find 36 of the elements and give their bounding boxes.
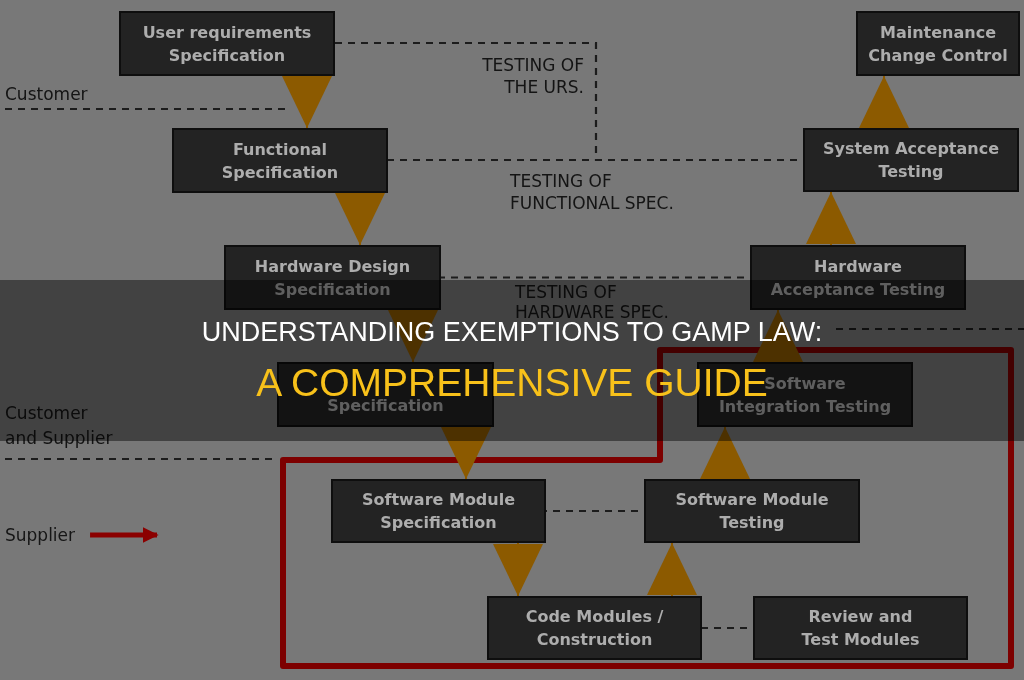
process-box — [856, 11, 1020, 76]
flow-arrow — [335, 192, 385, 246]
step-label: Code Modules / Construction — [524, 606, 665, 651]
process-box — [119, 11, 335, 76]
title: UNDERSTANDING EXEMPTIONS TO GAMP LAW: — [201, 317, 823, 348]
lane-label: Customer — [5, 83, 89, 106]
flow-arrow — [753, 309, 803, 363]
process-box — [224, 245, 441, 310]
side-label: Supplier — [5, 524, 76, 546]
step-label: Functional Specification — [220, 138, 340, 184]
flow-arrow — [441, 426, 491, 480]
step-label: Hardware Acceptance Testing — [769, 255, 947, 301]
edge-label: TESTING OF THE URS. — [481, 54, 584, 98]
flow-arrow — [806, 191, 856, 246]
process-box — [803, 128, 1019, 192]
flow-arrow — [282, 75, 332, 129]
process-box — [753, 596, 968, 660]
flow-arrow — [859, 75, 909, 129]
step-label: Software Module Specification — [360, 489, 517, 534]
flow-arrow — [388, 309, 438, 363]
process-box — [487, 596, 702, 660]
arrow — [90, 527, 159, 543]
process-box — [172, 128, 388, 193]
process-box — [644, 479, 860, 543]
step-label: Hardware Design Specification — [253, 255, 412, 301]
step-label: Software Module Testing — [674, 489, 830, 534]
step-label: Review and Test Modules — [800, 606, 921, 651]
process-box — [750, 245, 966, 310]
flow-arrow — [647, 542, 697, 597]
process-box — [331, 479, 546, 543]
edge-label: TESTING OF FUNCTIONAL SPEC. — [510, 170, 675, 214]
flow-arrow — [493, 542, 543, 597]
step-label: User requirements Specification — [141, 21, 313, 67]
step-label: System Acceptance Testing — [821, 138, 1000, 183]
flow-arrow — [700, 426, 750, 480]
step-label: Maintenance Change Control — [867, 21, 1009, 67]
